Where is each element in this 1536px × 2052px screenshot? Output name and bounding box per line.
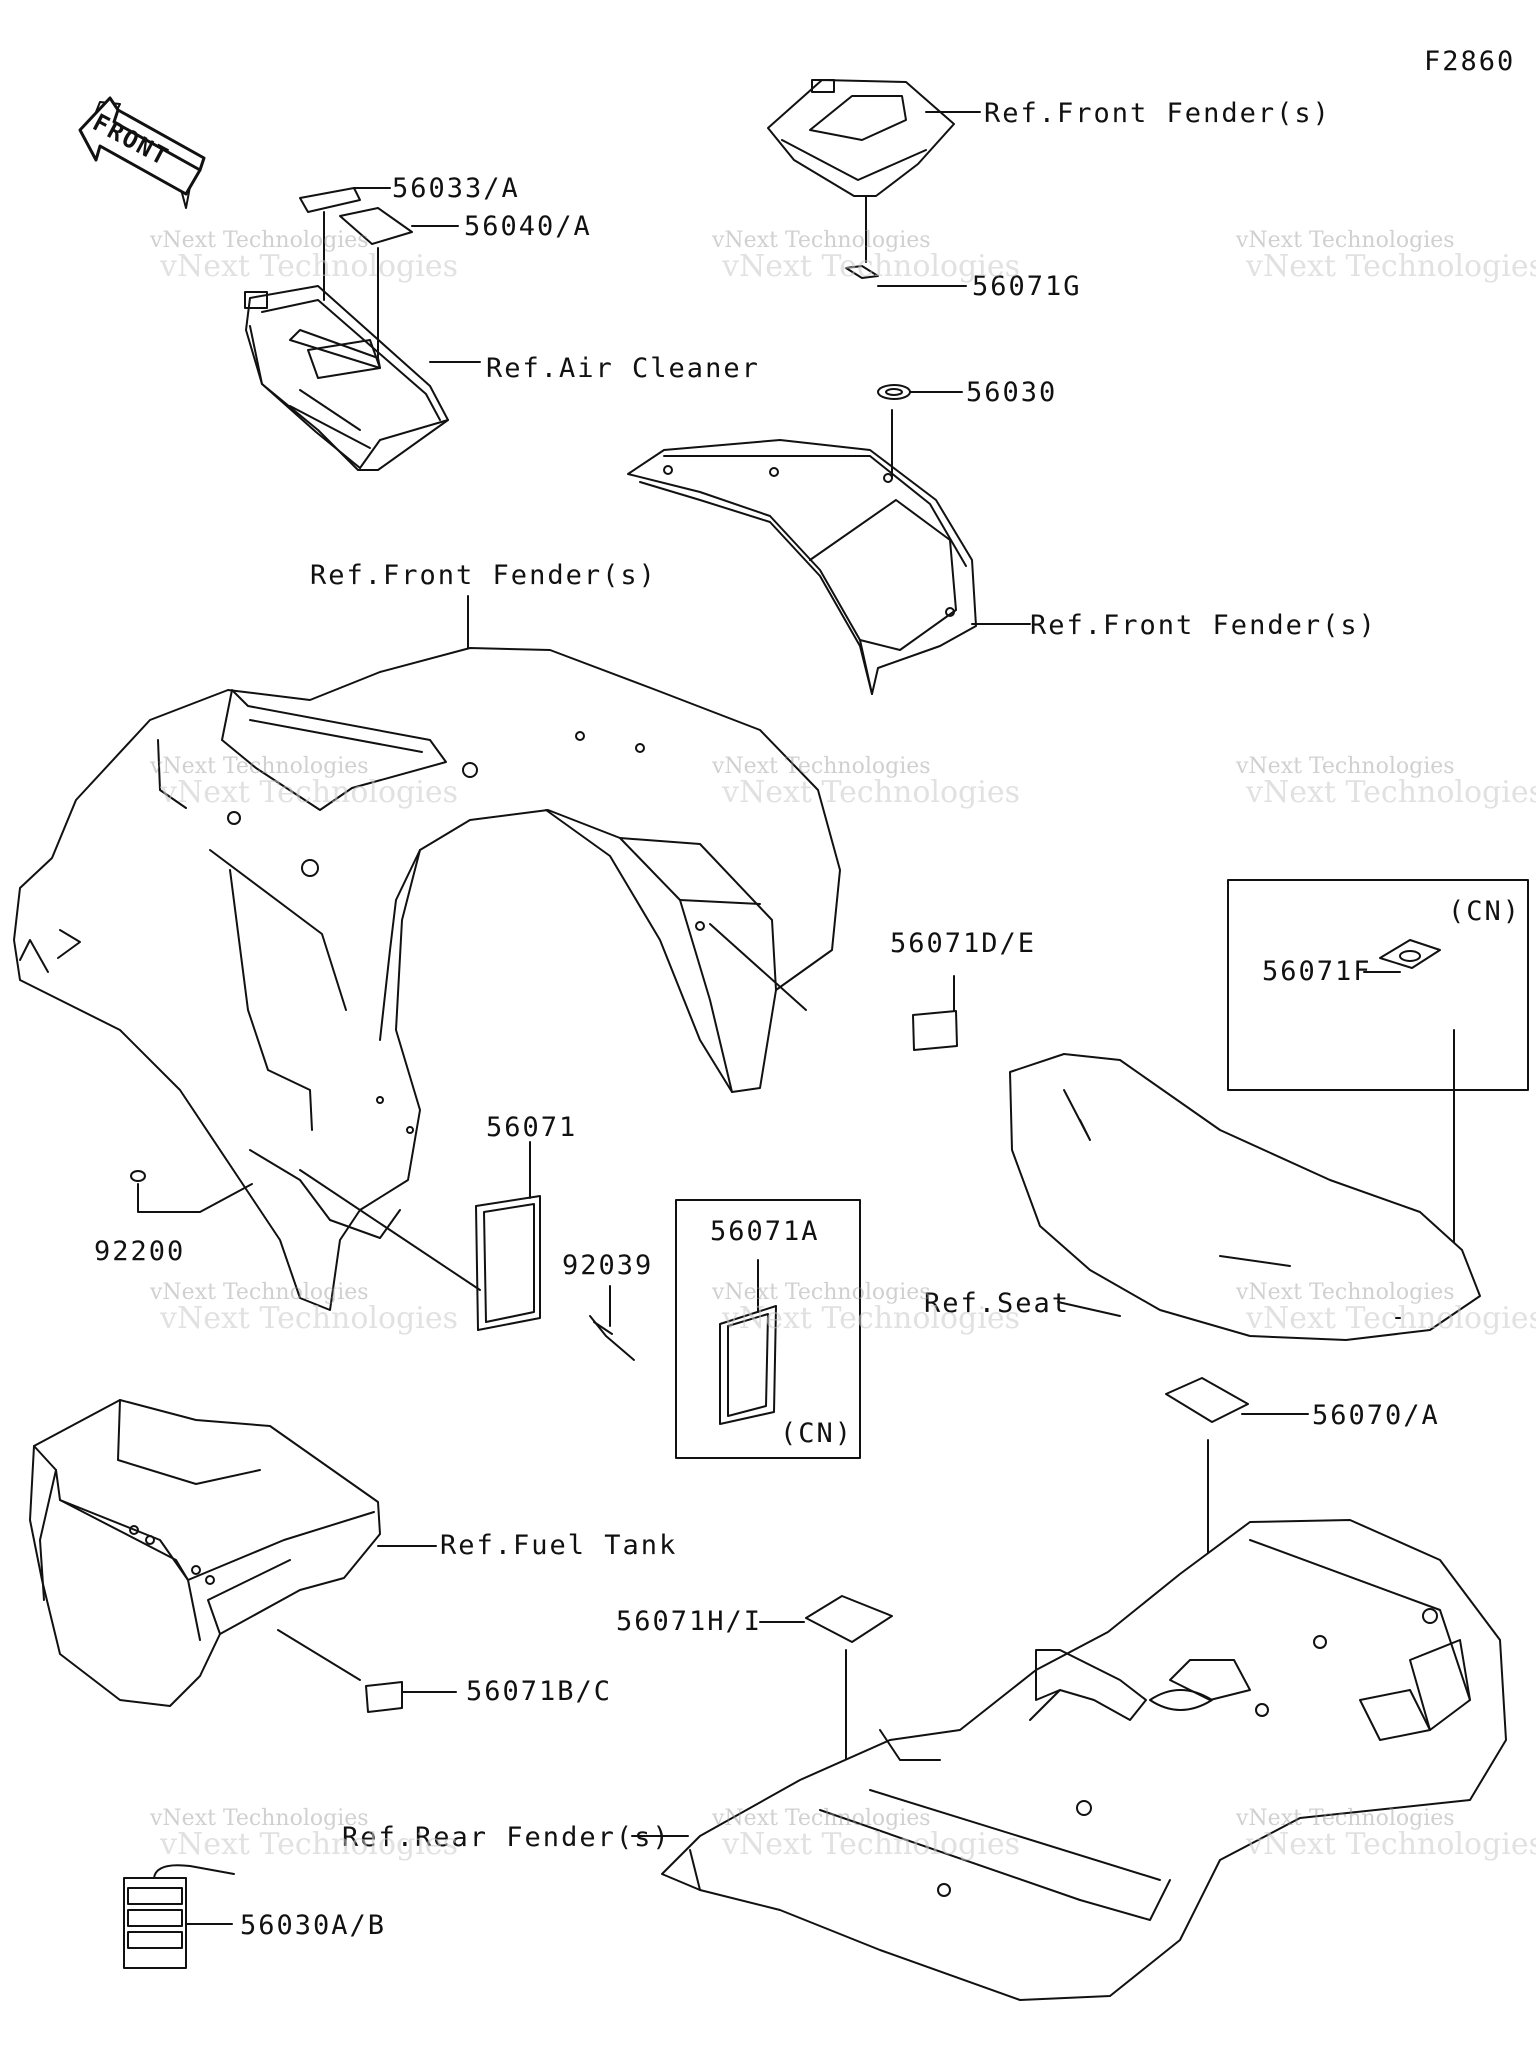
label-ref-fuel-tank: Ref.Fuel Tank bbox=[440, 1530, 678, 1561]
label-56071hi: 56071H/I bbox=[616, 1606, 763, 1637]
figure-id: F2860 bbox=[1424, 46, 1516, 77]
decal-56033a-shape bbox=[299, 187, 361, 213]
fuel-tank-cover-drawing bbox=[29, 1399, 381, 1707]
front-direction-arrow bbox=[78, 96, 206, 209]
label-ref-seat: Ref.Seat bbox=[924, 1288, 1071, 1319]
label-56071a: 56071A bbox=[710, 1216, 820, 1247]
seat-drawing bbox=[1009, 1053, 1481, 1341]
56071f-cn-box bbox=[1227, 879, 1529, 1091]
label-56040a: 56040/A bbox=[464, 211, 592, 242]
label-cn-top: (CN) bbox=[1448, 896, 1522, 927]
decal-56071g-shape bbox=[845, 265, 879, 279]
decal-56071de-shape bbox=[912, 1010, 958, 1051]
label-ref-air-cleaner: Ref.Air Cleaner bbox=[486, 353, 760, 384]
label-ref-front-fender-mid: Ref.Front Fender(s) bbox=[1030, 610, 1377, 641]
56071a-cn-box bbox=[675, 1199, 861, 1459]
decal-56071f-shape bbox=[1379, 939, 1441, 969]
air-cleaner-cover-drawing bbox=[244, 285, 449, 471]
label-56071de: 56071D/E bbox=[890, 928, 1037, 959]
rivet-92200-shape bbox=[130, 1170, 146, 1182]
front-fender-top-drawing bbox=[767, 79, 955, 197]
label-cn-bottom: (CN) bbox=[780, 1418, 854, 1449]
label-56070a: 56070/A bbox=[1312, 1400, 1440, 1431]
inner-fender-panel-drawing bbox=[627, 439, 977, 695]
label-56071bc: 56071B/C bbox=[466, 1676, 613, 1707]
label-56030: 56030 bbox=[966, 377, 1058, 408]
rear-fender-drawing bbox=[661, 1519, 1507, 2001]
front-fender-main-drawing bbox=[13, 647, 841, 1311]
label-56071: 56071 bbox=[486, 1112, 578, 1143]
label-92200: 92200 bbox=[94, 1236, 186, 1267]
label-ref-rear-fender: Ref.Rear Fender(s) bbox=[342, 1822, 671, 1853]
label-ref-front-fender-top: Ref.Front Fender(s) bbox=[984, 98, 1331, 129]
label-56030ab: 56030A/B bbox=[240, 1910, 387, 1941]
label-92039: 92039 bbox=[562, 1250, 654, 1281]
label-56071g: 56071G bbox=[972, 271, 1082, 302]
decal-56040a-shape bbox=[339, 207, 413, 245]
tag-56030ab-drawing bbox=[123, 1864, 235, 1969]
decal-56071bc-shape bbox=[365, 1681, 403, 1713]
label-56071f: 56071F bbox=[1262, 956, 1372, 987]
decal-56071hi-shape bbox=[805, 1595, 893, 1643]
decal-56070a-shape bbox=[1165, 1377, 1249, 1423]
label-ref-front-fender-main: Ref.Front Fender(s) bbox=[310, 560, 657, 591]
label-56033a: 56033/A bbox=[392, 173, 520, 204]
grommet-56030-shape bbox=[877, 384, 911, 400]
